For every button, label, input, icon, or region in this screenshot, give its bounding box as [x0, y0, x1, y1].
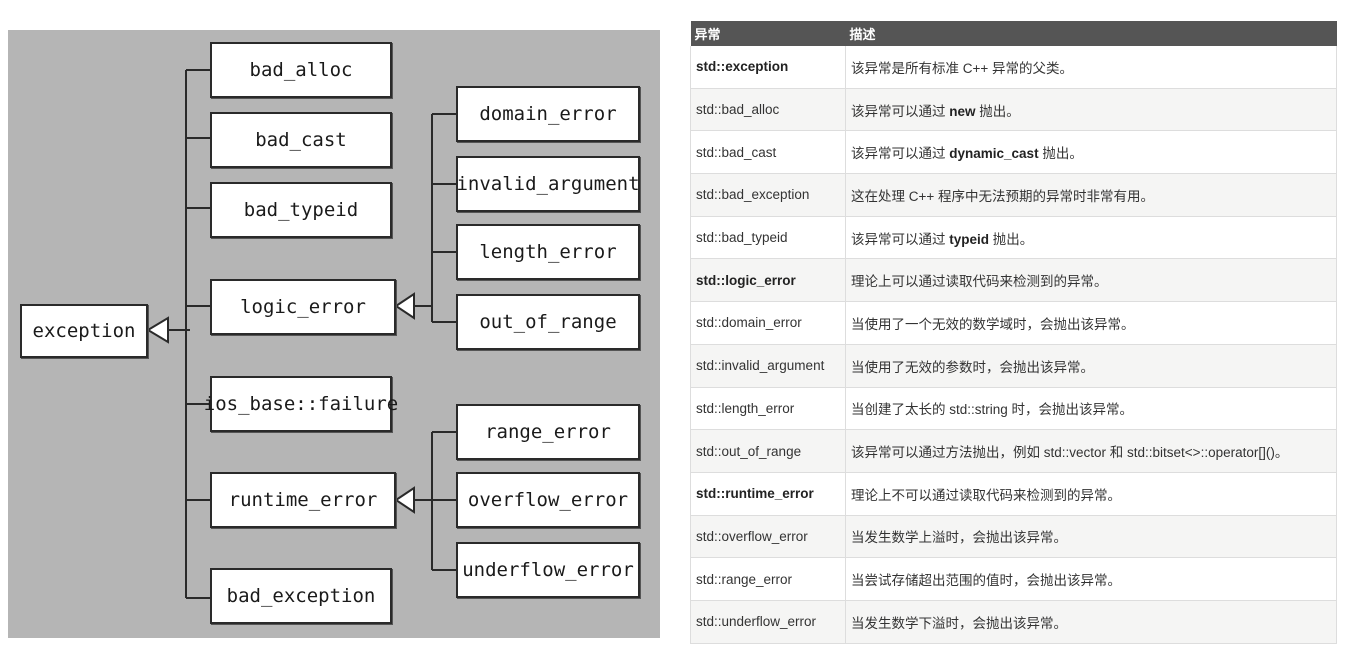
- exception-name-cell: std::bad_typeid: [690, 216, 846, 260]
- description-cell: 理论上不可以通过读取代码来检测到的异常。: [845, 472, 1337, 516]
- description-text: 该异常可以通过: [851, 146, 950, 162]
- exception-name-cell: std::bad_cast: [690, 130, 846, 175]
- description-text: 该异常可以通过: [851, 231, 950, 247]
- description-keyword: dynamic_cast: [949, 146, 1039, 162]
- invalid-argument-node: invalid_argument: [456, 156, 640, 212]
- domain-error-node: domain_error: [456, 86, 640, 142]
- description-cell: 该异常可以通过方法抛出，例如 std::vector 和 std::bitset…: [845, 429, 1337, 473]
- header-exception: 异常: [690, 21, 846, 46]
- overflow-error-node: overflow_error: [456, 472, 640, 528]
- description-text: 抛出。: [989, 231, 1034, 247]
- description-text: 抛出。: [1038, 146, 1083, 162]
- exception-name-cell: std::runtime_error: [690, 472, 846, 516]
- exception-node: exception: [20, 304, 148, 358]
- logic-error-node: logic_error: [210, 279, 396, 335]
- description-cell: 该异常可以通过 new 抛出。: [845, 88, 1337, 132]
- out-of-range-node: out_of_range: [456, 294, 640, 350]
- description-cell: 当发生数学下溢时，会抛出该异常。: [845, 600, 1337, 644]
- diagram-connectors: [146, 69, 456, 599]
- header-description: 描述: [845, 21, 1337, 46]
- exception-name-cell: std::range_error: [690, 557, 846, 601]
- exception-name-cell: std::length_error: [690, 387, 846, 431]
- description-cell: 当尝试存储超出范围的值时，会抛出该异常。: [845, 557, 1337, 601]
- exception-name-cell: std::out_of_range: [690, 429, 846, 473]
- description-keyword: typeid: [949, 231, 990, 247]
- description-cell: 该异常是所有标准 C++ 异常的父类。: [845, 46, 1337, 89]
- description-cell: 当创建了太长的 std::string 时，会抛出该异常。: [845, 387, 1337, 431]
- exception-hierarchy-diagram: exception bad_alloc bad_cast bad_typeid …: [8, 30, 660, 638]
- exception-name-cell: std::exception: [690, 46, 846, 89]
- bad-exception-node: bad_exception: [210, 568, 392, 624]
- range-error-node: range_error: [456, 404, 640, 460]
- length-error-node: length_error: [456, 224, 640, 280]
- description-cell: 该异常可以通过 typeid 抛出。: [845, 216, 1337, 260]
- bad-cast-node: bad_cast: [210, 112, 392, 168]
- description-cell: 这在处理 C++ 程序中无法预期的异常时非常有用。: [845, 173, 1337, 217]
- description-cell: 当发生数学上溢时，会抛出该异常。: [845, 515, 1337, 559]
- runtime-error-node: runtime_error: [210, 472, 396, 528]
- exception-name-cell: std::invalid_argument: [690, 344, 846, 388]
- ios-base-failure-node: ios_base::failure: [204, 376, 398, 432]
- description-text: 抛出。: [975, 103, 1020, 119]
- exception-name-cell: std::bad_alloc: [690, 88, 846, 132]
- bad-alloc-node: bad_alloc: [210, 42, 392, 98]
- description-keyword: new: [949, 103, 976, 119]
- description-cell: 当使用了无效的参数时，会抛出该异常。: [845, 344, 1337, 388]
- table-header-row: 异常 描述: [690, 21, 1337, 46]
- description-cell: 理论上可以通过读取代码来检测到的异常。: [845, 258, 1337, 303]
- exception-name-cell: std::underflow_error: [690, 600, 846, 644]
- description-cell: 该异常可以通过 dynamic_cast 抛出。: [845, 130, 1337, 175]
- description-cell: 当使用了一个无效的数学域时，会抛出该异常。: [845, 301, 1337, 345]
- bad-typeid-node: bad_typeid: [210, 182, 392, 238]
- underflow-error-node: underflow_error: [456, 542, 640, 598]
- description-text: 该异常可以通过: [851, 103, 950, 119]
- exception-name-cell: std::logic_error: [690, 258, 846, 303]
- exception-name-cell: std::overflow_error: [690, 515, 846, 559]
- exception-name-cell: std::bad_exception: [690, 173, 846, 217]
- exception-name-cell: std::domain_error: [690, 301, 846, 345]
